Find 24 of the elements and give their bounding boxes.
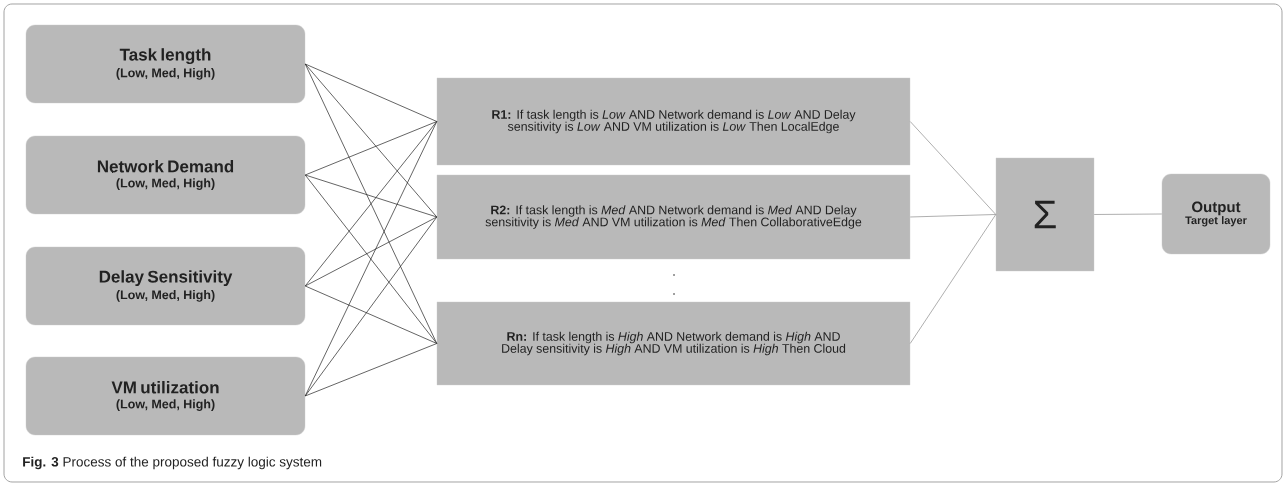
- connector-line: [909, 121, 997, 215]
- connector-line: [304, 174, 438, 344]
- input-box: Task length (Low, Med, High): [25, 24, 306, 104]
- connector-line: [304, 216, 438, 287]
- connector-line: [304, 121, 438, 287]
- input-box: Delay Sensitivity (Low, Med, High): [25, 246, 306, 326]
- connector-line: [909, 214, 997, 218]
- summation-box: Σ: [995, 157, 1095, 272]
- ellipsis-dot: .: [673, 274, 675, 276]
- connector-line: [304, 63, 438, 344]
- connector-line: [304, 285, 438, 344]
- connector-line: [1093, 213, 1163, 215]
- connector-line: [909, 214, 997, 344]
- ellipsis-dot: .: [673, 293, 675, 295]
- input-box: VM utilization (Low, Med, High): [25, 356, 306, 436]
- output-box: Output Target layer: [1161, 173, 1271, 255]
- input-box: Network Demand (Low, Med, High): [25, 135, 306, 215]
- connector-line: [304, 216, 438, 397]
- connector-line: [304, 121, 438, 176]
- connector-line: [304, 63, 438, 218]
- figure-caption: Fig. 3 Process of the proposed fuzzy logic system: [23, 456, 322, 470]
- connector-line: [304, 343, 438, 397]
- connector-line: [304, 63, 438, 122]
- connector-line: [304, 174, 438, 218]
